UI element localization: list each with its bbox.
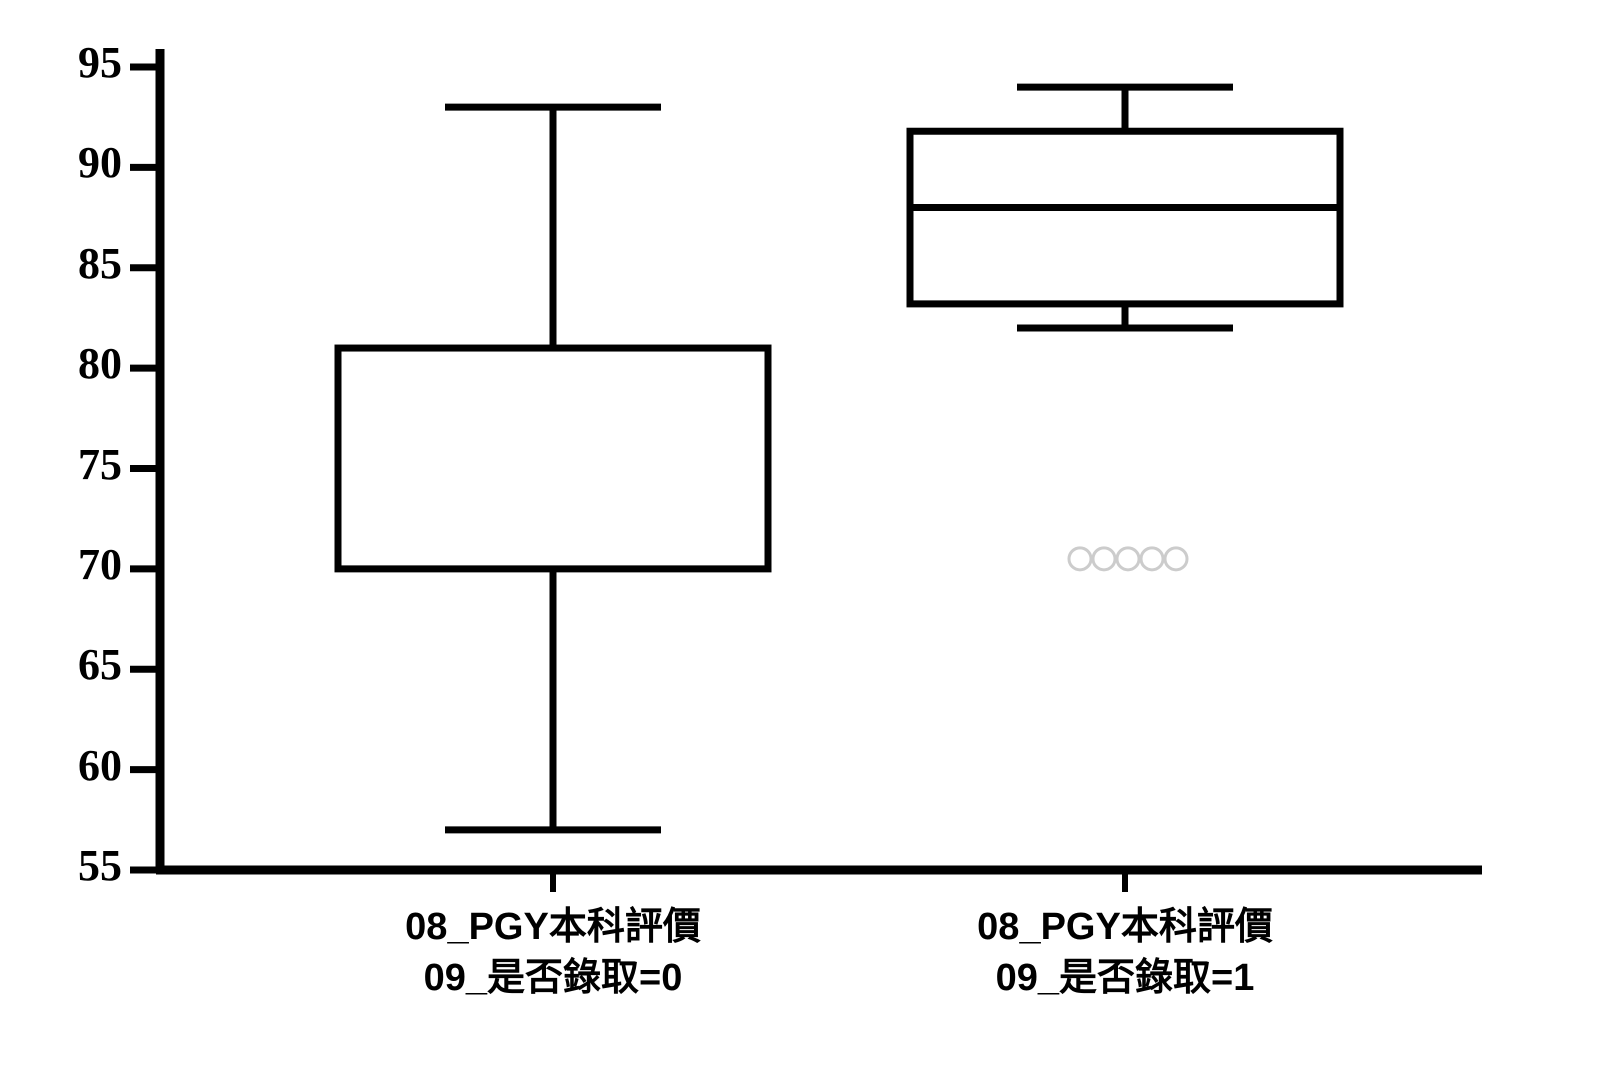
y-axis-tick-label: 65 xyxy=(78,640,122,690)
watermark-circles xyxy=(1067,546,1189,572)
x-axis-category-label: 08_PGY本科評價 09_是否錄取=0 xyxy=(253,902,853,1005)
watermark-circle xyxy=(1139,546,1165,572)
y-axis-tick-label: 70 xyxy=(78,539,122,589)
y-axis-tick-label: 95 xyxy=(78,38,122,87)
iqr-box xyxy=(334,344,772,573)
category-label-line1: 08_PGY本科評價 xyxy=(405,906,701,948)
watermark-circle xyxy=(1163,546,1189,572)
y-axis-tick-label: 85 xyxy=(78,238,122,288)
category-label-line2: 09_是否錄取=0 xyxy=(423,957,683,1000)
category-label-line2: 09_是否錄取=1 xyxy=(995,957,1255,1000)
watermark-circle xyxy=(1115,546,1141,572)
y-axis-tick-label: 90 xyxy=(78,138,122,188)
boxplot-2 xyxy=(906,83,1344,332)
watermark-circle xyxy=(1067,546,1093,572)
boxplot-series xyxy=(334,83,1344,834)
x-axis-category-label: 08_PGY本科評價 09_是否錄取=1 xyxy=(825,902,1425,1005)
category-label-line1: 08_PGY本科評價 xyxy=(977,906,1273,948)
y-axis-tick-label: 75 xyxy=(78,439,122,489)
boxplot-1 xyxy=(334,103,772,834)
y-axis-tick-label: 80 xyxy=(78,339,122,389)
y-axis-tick-label: 55 xyxy=(78,841,122,890)
y-axis-tick-label: 60 xyxy=(78,740,122,790)
axes-layer xyxy=(130,49,1482,892)
iqr-box xyxy=(906,127,1344,308)
watermark-circle xyxy=(1091,546,1117,572)
